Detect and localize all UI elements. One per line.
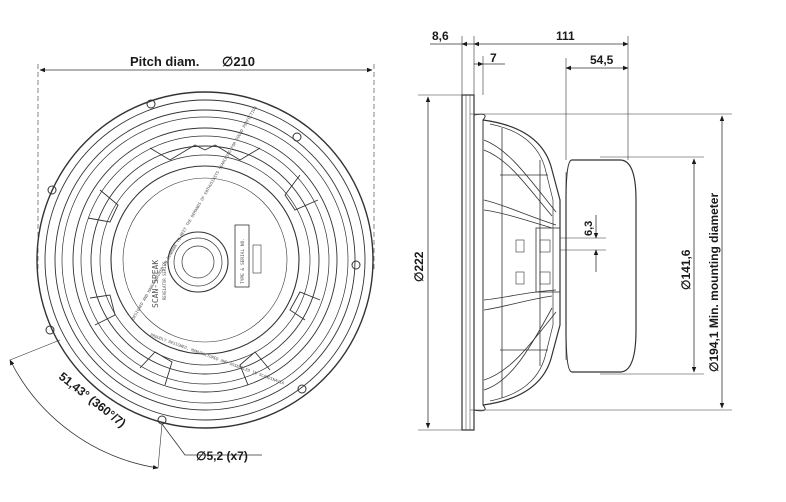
magnet xyxy=(565,159,637,373)
dim-141: ∅141,6 xyxy=(679,249,693,290)
hole-1 xyxy=(146,99,156,109)
series-text: REVELATOR SERIES xyxy=(162,261,167,300)
angle-label: 51,43° (360°/7) xyxy=(56,369,128,430)
dim-top-a: 8,6 xyxy=(432,29,449,43)
side-view xyxy=(418,36,732,431)
front-view xyxy=(9,64,375,470)
hole-label: ∅5,2 (x7) xyxy=(196,449,248,463)
type-serial-text: TYPE & SERIAL NO. xyxy=(240,238,246,284)
type-serial-box xyxy=(234,224,250,288)
frame-outer-circle xyxy=(36,91,374,429)
basket-ribs xyxy=(483,128,557,398)
dim-63: 6,3 xyxy=(583,221,595,236)
basket-outline xyxy=(482,119,561,406)
hole-7 xyxy=(47,185,57,195)
label-ring xyxy=(110,165,300,355)
dim-222: ∅222 xyxy=(412,251,426,282)
mounting-flange xyxy=(461,94,475,431)
terminal-block xyxy=(535,227,561,293)
ring-text-top: DESIGNED AND MANUFACTURED IN DENMARK TO … xyxy=(131,105,258,321)
hole-3 xyxy=(351,260,361,270)
brand-text: SCAN-SPEAK xyxy=(151,260,160,308)
dim-top-b: 111 xyxy=(556,29,575,43)
pitch-value: ∅210 xyxy=(222,54,255,69)
hole-6 xyxy=(45,325,55,335)
pitch-label: Pitch diam. xyxy=(130,54,199,69)
dim-194: ∅194,1 Min. mounting diameter xyxy=(707,193,721,372)
dust-cap xyxy=(167,231,229,293)
angle-arc xyxy=(9,359,159,470)
dim-54: 54,5 xyxy=(590,53,614,67)
dim-7: 7 xyxy=(490,51,497,65)
hole-leader xyxy=(161,423,262,456)
hole-2 xyxy=(292,132,302,142)
mounting-holes xyxy=(45,99,361,425)
hole-4 xyxy=(297,384,307,394)
